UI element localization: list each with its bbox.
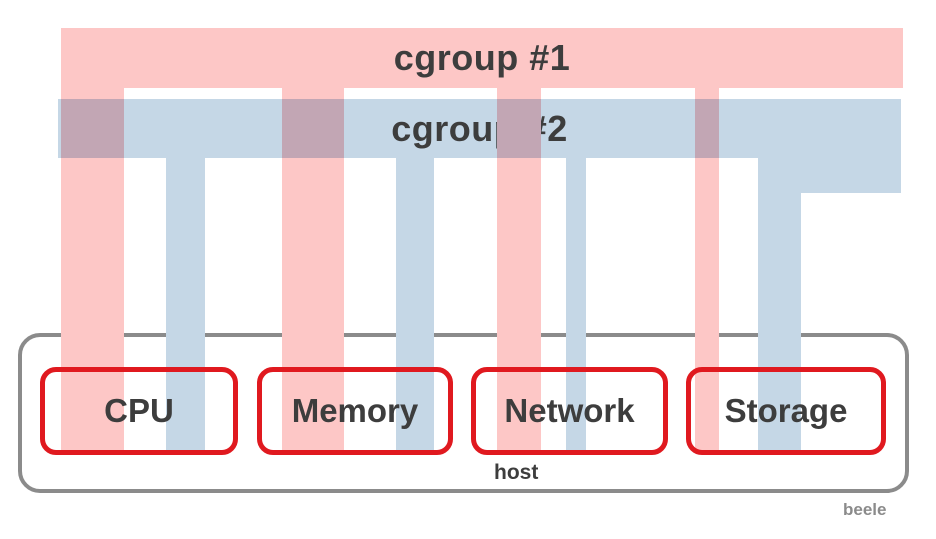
- resource-label-network: Network: [504, 392, 635, 429]
- resource-label-memory: Memory: [291, 392, 419, 429]
- overlap-cpu: [61, 99, 124, 158]
- cgroup2-stripe-network: [566, 158, 586, 450]
- resource-box-network: Network: [471, 367, 668, 455]
- cgroup1-label: cgroup #1: [393, 37, 571, 78]
- cgroup2-stripe-storage-cap: [758, 158, 901, 193]
- cgroup2-stripe-cpu: [166, 158, 205, 450]
- cgroup2-bar: cgroup #2: [58, 99, 901, 158]
- cgroup2-label: cgroup #2: [391, 107, 568, 149]
- resource-box-cpu: CPU: [40, 367, 238, 455]
- overlap-storage: [695, 99, 719, 158]
- resource-label-cpu: CPU: [104, 392, 174, 429]
- watermark-text: beele: [843, 500, 887, 519]
- resource-box-storage: Storage: [686, 367, 886, 455]
- cgroup2-stripe-storage: [758, 158, 801, 450]
- overlap-network: [497, 99, 541, 158]
- resource-box-memory: Memory: [257, 367, 453, 455]
- cgroup2-stripe-memory: [396, 158, 434, 450]
- host-box: [18, 333, 909, 493]
- cgroup1-bar: cgroup #1: [61, 28, 903, 88]
- overlap-memory: [282, 99, 344, 158]
- resource-label-storage: Storage: [724, 392, 848, 429]
- host-label: host: [494, 461, 539, 484]
